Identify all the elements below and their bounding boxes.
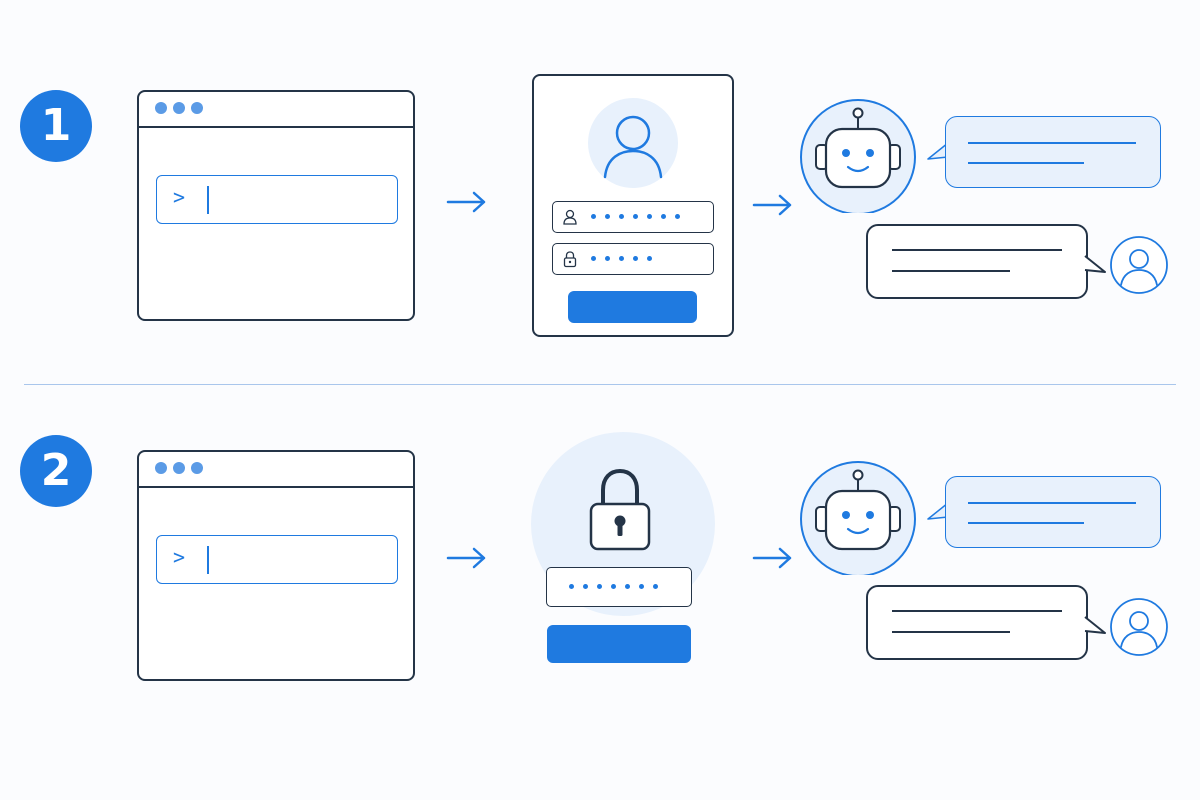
mask-dot [625, 584, 630, 589]
message-text-line [892, 610, 1062, 612]
text-caret [207, 546, 209, 574]
password-masked-value [591, 256, 652, 261]
mask-dot [619, 214, 624, 219]
user-avatar-icon [588, 98, 678, 188]
bubble-tail [1084, 255, 1106, 273]
user-icon [1110, 598, 1168, 656]
arrow-right-icon [752, 194, 792, 216]
bubble-tail [927, 142, 949, 160]
password-field[interactable] [552, 243, 714, 275]
message-text-line [968, 522, 1084, 524]
robot-icon [800, 99, 916, 213]
bubble-tail [1084, 616, 1106, 634]
mask-dot [675, 214, 680, 219]
window-dot [173, 102, 185, 114]
password-unlock-panel [530, 432, 716, 672]
mask-dot [583, 584, 588, 589]
step-1-badge: 1 [20, 90, 92, 162]
window-dot [173, 462, 185, 474]
message-text-line [892, 270, 1010, 272]
bot-bubble-body [945, 476, 1161, 548]
user-message-bubble [866, 224, 1106, 299]
padlock-icon [589, 468, 651, 551]
window-dot [191, 462, 203, 474]
arrow-right-icon [752, 547, 792, 569]
mask-dot [569, 584, 574, 589]
window-dot [191, 102, 203, 114]
mask-dot [591, 256, 596, 261]
window-titlebar [139, 452, 413, 488]
step-2-badge: 2 [20, 435, 92, 507]
command-prompt-input[interactable]: > [156, 175, 398, 224]
message-text-line [892, 249, 1062, 251]
mask-dot [633, 214, 638, 219]
bubble-tail [927, 502, 949, 520]
mask-dot [605, 214, 610, 219]
mask-dot [591, 214, 596, 219]
window-dot [155, 102, 167, 114]
mask-dot [619, 256, 624, 261]
message-text-line [968, 142, 1136, 144]
mask-dot [597, 584, 602, 589]
arrow-right-icon [446, 547, 486, 569]
step-2-number: 2 [40, 445, 72, 496]
text-caret [207, 186, 209, 214]
prompt-chevron: > [173, 185, 186, 209]
bot-message-bubble [927, 116, 1161, 188]
username-masked-value [591, 214, 680, 219]
user-icon [1110, 236, 1168, 294]
window-dot [155, 462, 167, 474]
mask-dot [611, 584, 616, 589]
step-1-browser-window: > [137, 90, 415, 321]
mask-dot [633, 256, 638, 261]
bot-bubble-body [945, 116, 1161, 188]
robot-icon [800, 461, 916, 575]
section-divider [24, 384, 1176, 385]
mask-dot [661, 214, 666, 219]
unlock-button[interactable] [547, 625, 691, 663]
step-1-number: 1 [40, 100, 72, 151]
message-text-line [968, 162, 1084, 164]
mask-dot [653, 584, 658, 589]
login-card [532, 74, 734, 337]
bot-message-bubble [927, 476, 1161, 548]
user-bubble-body [866, 585, 1088, 660]
message-text-line [892, 631, 1010, 633]
mask-dot [647, 214, 652, 219]
command-prompt-input[interactable]: > [156, 535, 398, 584]
message-text-line [968, 502, 1136, 504]
password-masked-value [569, 584, 658, 589]
prompt-chevron: > [173, 545, 186, 569]
mask-dot [647, 256, 652, 261]
lock-icon [563, 251, 577, 268]
window-titlebar [139, 92, 413, 128]
user-bubble-body [866, 224, 1088, 299]
password-field[interactable] [546, 567, 692, 607]
user-icon [563, 209, 577, 225]
step-2-browser-window: > [137, 450, 415, 681]
user-message-bubble [866, 585, 1106, 660]
username-field[interactable] [552, 201, 714, 233]
mask-dot [639, 584, 644, 589]
mask-dot [605, 256, 610, 261]
arrow-right-icon [446, 191, 486, 213]
sign-in-button[interactable] [568, 291, 697, 323]
